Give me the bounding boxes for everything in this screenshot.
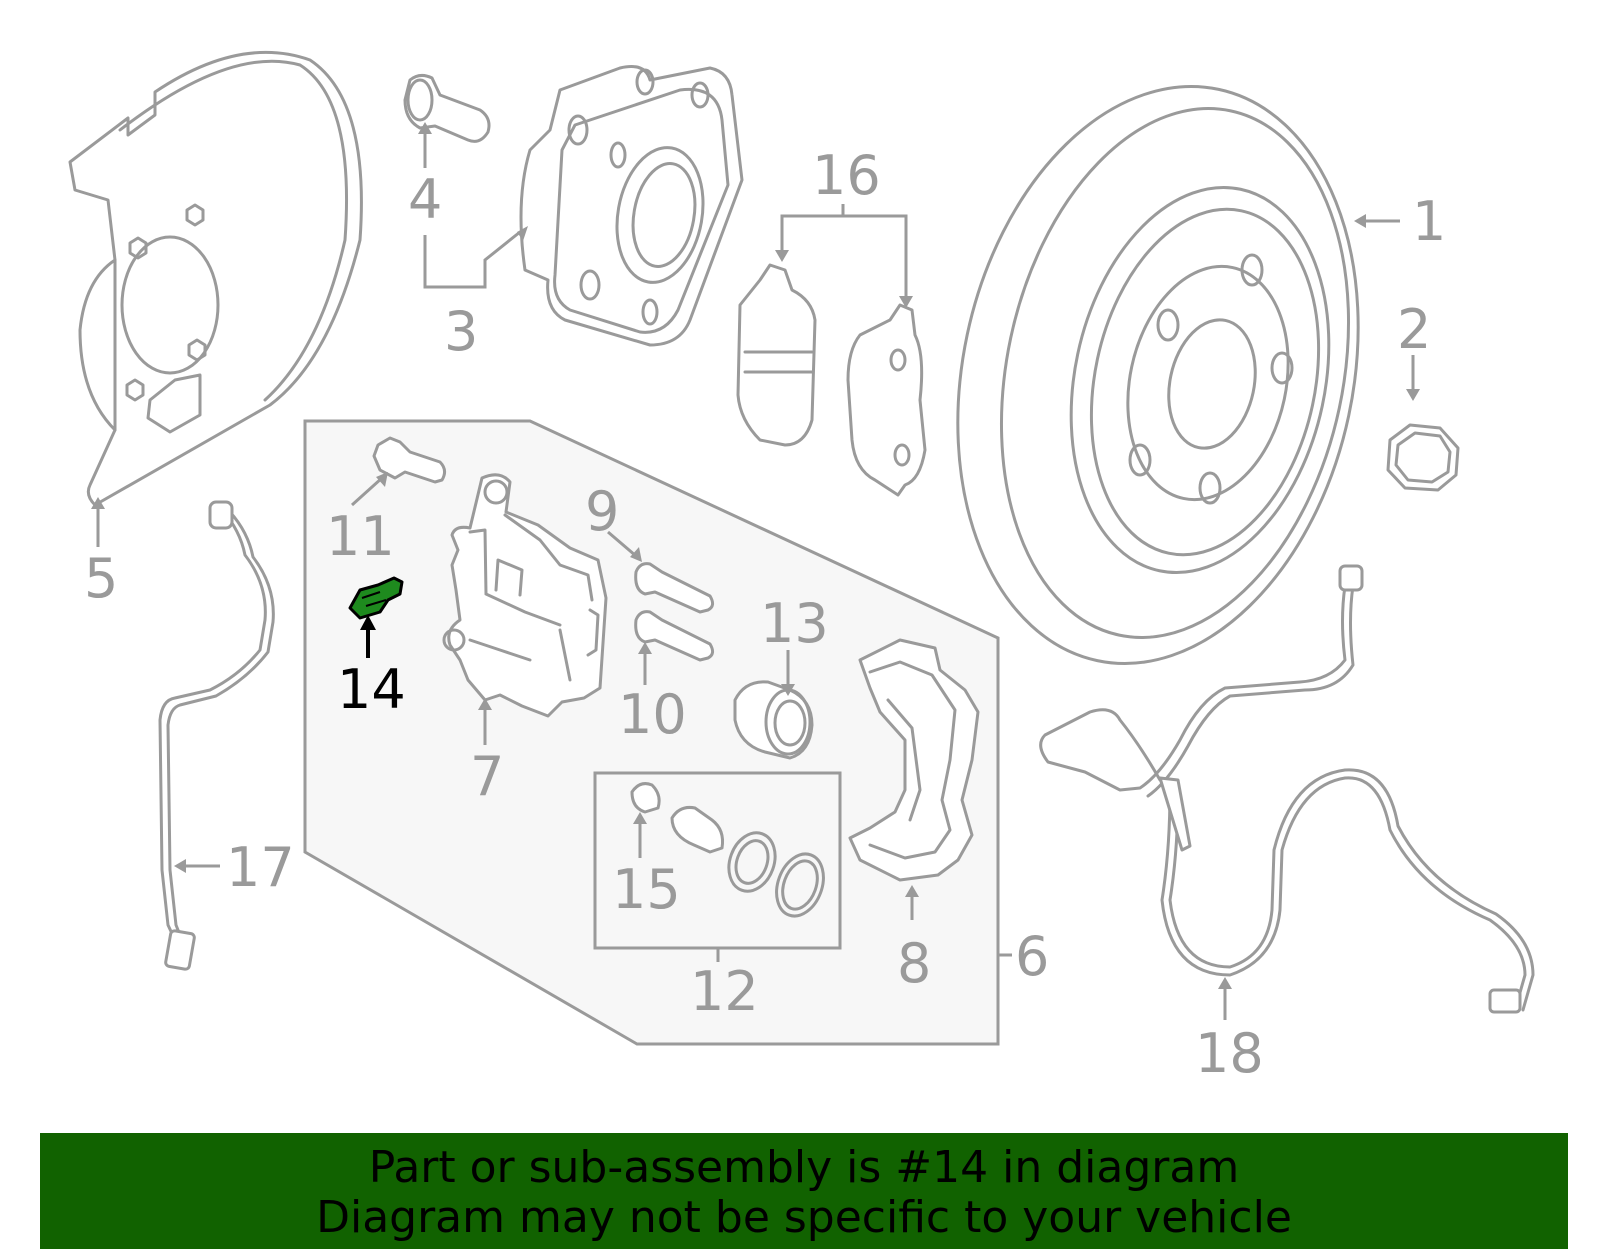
callout-2: 2 (1397, 298, 1431, 361)
callout-3: 3 (444, 300, 478, 363)
callout-18: 18 (1195, 1022, 1264, 1085)
callout-6: 6 (1015, 925, 1049, 988)
guide-bolt-part (372, 436, 447, 484)
caliper-bracket-part (848, 638, 980, 882)
callout-11: 11 (326, 505, 395, 568)
brake-rotor-part (956, 85, 1360, 665)
callout-13: 13 (760, 592, 829, 655)
callout-15: 15 (612, 858, 681, 921)
callout-12: 12 (690, 960, 759, 1023)
banner-line-disclaimer: Diagram may not be specific to your vehi… (316, 1192, 1292, 1243)
callout-10: 10 (618, 683, 687, 746)
info-banner: Part or sub-assembly is #14 in diagram D… (40, 1133, 1568, 1249)
guide-pin-lower-part (634, 610, 715, 662)
hub-bearing-part (519, 65, 744, 347)
brake-hose-part (158, 500, 275, 971)
callout-labels: 1 2 3 4 5 6 7 8 9 10 11 12 13 14 15 16 1… (84, 144, 1446, 1085)
callout-16: 16 (812, 144, 881, 207)
caliper-body-part (442, 473, 608, 718)
callout-7: 7 (470, 745, 504, 808)
wheel-stud-part (403, 73, 491, 143)
lug-nut-part (1386, 423, 1460, 492)
splash-shield-part (68, 50, 363, 507)
callout-1: 1 (1412, 190, 1446, 253)
seal-kit-part (670, 806, 825, 918)
callout-9: 9 (585, 480, 619, 543)
brake-pads-part (736, 263, 927, 497)
callout-4: 4 (408, 168, 442, 231)
bleeder-screw-part (348, 576, 404, 620)
callout-8: 8 (897, 932, 931, 995)
abs-sensor-part (1039, 564, 1535, 1014)
bleeder-cap-part (630, 782, 661, 814)
piston-part (733, 680, 814, 760)
leader-lines (91, 122, 1420, 1020)
callout-14: 14 (337, 658, 406, 721)
guide-pin-part (634, 562, 715, 614)
callout-5: 5 (84, 547, 118, 610)
banner-line-part-number: Part or sub-assembly is #14 in diagram (368, 1142, 1240, 1193)
callout-17: 17 (226, 836, 295, 899)
